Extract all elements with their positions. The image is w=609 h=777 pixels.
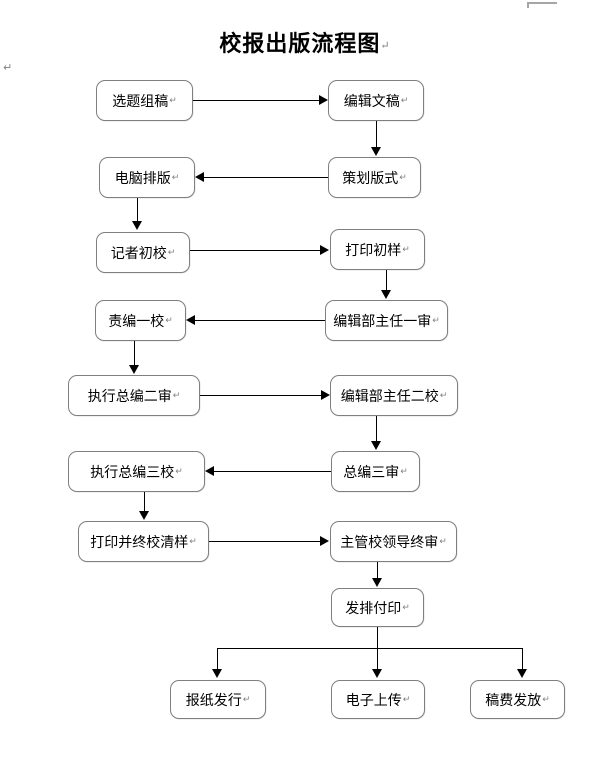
node-label: 打印并终校清样 — [90, 534, 189, 551]
edge-arrow-chief3-to-exec3 — [205, 466, 214, 476]
edge-line-press-to-payment — [522, 648, 523, 670]
edge-arrow-press-to-distribution — [212, 669, 222, 678]
title-paragraph-mark: ↵ — [380, 39, 390, 52]
node-paragraph-mark: ↵ — [402, 244, 410, 255]
edge-line-chief3-to-exec3 — [214, 471, 331, 472]
node-paragraph-mark: ↵ — [165, 315, 173, 326]
node-paragraph-mark: ↵ — [542, 694, 550, 705]
node-label: 电子上传 — [345, 692, 402, 709]
node-label: 编辑文稿 — [343, 93, 400, 110]
flow-node-payment-issuance[interactable]: 稿费发放↵ — [470, 680, 565, 719]
flow-node-school-leader-final-review[interactable]: 主管校领导终审↵ — [330, 521, 457, 562]
node-label: 责编一校 — [108, 313, 165, 330]
node-paragraph-mark: ↵ — [242, 694, 251, 705]
node-paragraph-mark: ↵ — [167, 247, 176, 258]
edge-line-editor1-to-exec2 — [134, 341, 135, 366]
edge-arrow-press-to-payment — [517, 669, 527, 678]
node-label: 选题组稿 — [112, 93, 169, 110]
node-label: 执行总编三校 — [90, 464, 175, 481]
edge-arrow-director2-to-chief3 — [371, 441, 381, 450]
edge-line-press-to-distribution — [217, 648, 218, 670]
flow-node-selection[interactable]: 选题组稿↵ — [96, 80, 193, 121]
flow-node-chief-third-review[interactable]: 总编三审↵ — [331, 451, 420, 492]
edge-arrow-press-to-upload — [372, 669, 382, 678]
edge-arrow-editor1-to-exec2 — [129, 365, 139, 374]
node-label: 编辑部主任二校 — [340, 388, 439, 405]
edge-line-typesetting-to-reporter — [137, 198, 138, 222]
flow-node-director-first-review[interactable]: 编辑部主任一审↵ — [325, 300, 448, 341]
node-label: 执行总编二审 — [87, 388, 172, 405]
edge-arrow-leader-to-press — [372, 578, 382, 587]
node-paragraph-mark: ↵ — [432, 315, 440, 326]
edge-line-printdraft-to-director1 — [386, 270, 387, 290]
edge-line-press-stem — [377, 627, 378, 649]
page-title-text: 校报出版流程图 — [219, 31, 381, 57]
flow-node-electronic-upload[interactable]: 电子上传↵ — [331, 680, 425, 719]
flow-node-editing[interactable]: 编辑文稿↵ — [328, 80, 424, 121]
edge-arrow-exec3-to-finalproof — [139, 511, 149, 520]
flow-node-typesetting[interactable]: 电脑排版↵ — [99, 157, 195, 198]
node-paragraph-mark: ↵ — [400, 466, 408, 477]
node-label: 主管校领导终审 — [340, 534, 439, 551]
edge-arrow-editing-to-layout — [371, 147, 381, 156]
flow-node-reporter-proof[interactable]: 记者初校↵ — [96, 232, 190, 273]
node-label: 电脑排版 — [114, 170, 171, 187]
node-paragraph-mark: ↵ — [169, 95, 177, 106]
flow-node-send-to-press[interactable]: 发排付印↵ — [331, 588, 424, 627]
edge-line-layout-to-typesetting — [204, 177, 328, 178]
node-paragraph-mark: ↵ — [189, 536, 197, 547]
edge-line-leader-to-press — [377, 562, 378, 579]
node-paragraph-mark: ↵ — [439, 536, 447, 547]
edge-line-finalproof-to-leader — [209, 541, 321, 542]
edge-line-selection-to-editing — [193, 100, 320, 101]
node-label: 策划版式 — [342, 170, 399, 187]
node-paragraph-mark: ↵ — [402, 694, 411, 705]
edge-arrow-exec2-to-director2 — [321, 390, 330, 400]
page-title: 校报出版流程图↵ — [0, 26, 609, 58]
edge-arrow-finalproof-to-leader — [320, 536, 329, 546]
node-label: 报纸发行 — [185, 692, 242, 709]
flow-node-exec-chief-second-review[interactable]: 执行总编二审↵ — [68, 375, 200, 416]
node-label: 记者初校 — [110, 245, 167, 262]
node-paragraph-mark: ↵ — [402, 602, 410, 613]
edge-line-press-to-upload — [377, 648, 378, 670]
node-paragraph-mark: ↵ — [399, 172, 407, 183]
flow-node-director-second-proof[interactable]: 编辑部主任二校↵ — [330, 375, 458, 416]
page-margin-mark — [527, 2, 557, 8]
node-paragraph-mark: ↵ — [400, 95, 409, 106]
edge-arrow-reporter-to-printdraft — [320, 245, 329, 255]
edge-line-director2-to-chief3 — [376, 416, 377, 442]
node-label: 总编三审 — [343, 464, 400, 481]
left-paragraph-mark: ↵ — [3, 61, 13, 74]
edge-arrow-layout-to-typesetting — [195, 172, 204, 182]
node-paragraph-mark: ↵ — [175, 466, 183, 477]
node-label: 稿费发放 — [485, 692, 542, 709]
edge-line-exec2-to-director2 — [200, 395, 322, 396]
node-paragraph-mark: ↵ — [171, 172, 180, 183]
edge-arrow-typesetting-to-reporter — [132, 221, 142, 230]
edge-line-editing-to-layout — [376, 121, 377, 148]
edge-arrow-selection-to-editing — [319, 95, 328, 105]
node-label: 编辑部主任一审 — [333, 313, 432, 330]
edge-arrow-printdraft-to-director1 — [381, 290, 391, 299]
flow-node-print-draft[interactable]: 打印初样↵ — [330, 229, 425, 270]
edge-line-reporter-to-printdraft — [190, 250, 321, 251]
node-paragraph-mark: ↵ — [439, 390, 448, 401]
node-label: 打印初样 — [345, 242, 402, 259]
flow-node-editor-first-proof[interactable]: 责编一校↵ — [95, 300, 186, 341]
edge-line-exec3-to-finalproof — [144, 492, 145, 512]
edge-line-director1-to-editor1 — [195, 320, 325, 321]
flow-node-exec-chief-third-proof[interactable]: 执行总编三校↵ — [68, 451, 205, 492]
edge-line-press-bus — [217, 648, 523, 649]
flow-node-layout-planning[interactable]: 策划版式↵ — [328, 157, 421, 198]
node-paragraph-mark: ↵ — [172, 390, 181, 401]
node-label: 发排付印 — [345, 600, 402, 617]
edge-arrow-director1-to-editor1 — [186, 315, 195, 325]
flow-node-print-final-proof[interactable]: 打印并终校清样↵ — [78, 521, 209, 562]
flow-node-newspaper-distribution[interactable]: 报纸发行↵ — [170, 680, 266, 719]
